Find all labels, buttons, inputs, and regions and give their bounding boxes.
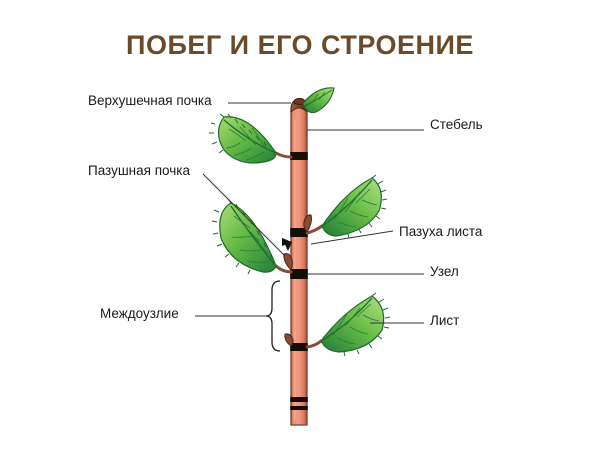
node-band-1 <box>290 152 308 160</box>
leader-leaf-axil <box>310 230 394 245</box>
stem-shape <box>290 101 308 426</box>
leaf-mid-right <box>305 174 388 239</box>
leaf-lower-left <box>211 198 293 275</box>
label-axillary-bud: Пазушная почка <box>88 163 190 178</box>
axillary-bud-lower <box>283 253 293 271</box>
node-bands <box>290 152 308 410</box>
node-band-6 <box>290 406 308 410</box>
label-leaf: Лист <box>430 313 460 328</box>
leaf-upper-left <box>209 113 293 164</box>
page-title: ПОБЕГ И ЕГО СТРОЕНИЕ <box>126 30 474 60</box>
internode-brace <box>265 280 281 352</box>
label-internode: Междоузлие <box>100 306 179 321</box>
axillary-bud-bottom <box>284 333 294 347</box>
label-leaf-axil: Пазуха листа <box>399 224 483 239</box>
leader-lines <box>195 102 424 324</box>
node-band-4 <box>290 343 308 351</box>
label-stem: Стебель <box>430 117 483 132</box>
node-band-3 <box>290 269 308 279</box>
node-band-5 <box>290 397 308 402</box>
leaf-bottom-right <box>305 292 391 357</box>
leader-arrowheads <box>282 238 292 251</box>
apical-leaflet <box>302 87 335 114</box>
leader-axillary-bud <box>202 173 286 257</box>
label-apical-bud: Верхушечная почка <box>88 93 212 108</box>
node-band-2 <box>290 228 308 237</box>
axillary-bud-upper <box>303 214 312 233</box>
label-node: Узел <box>430 264 459 279</box>
